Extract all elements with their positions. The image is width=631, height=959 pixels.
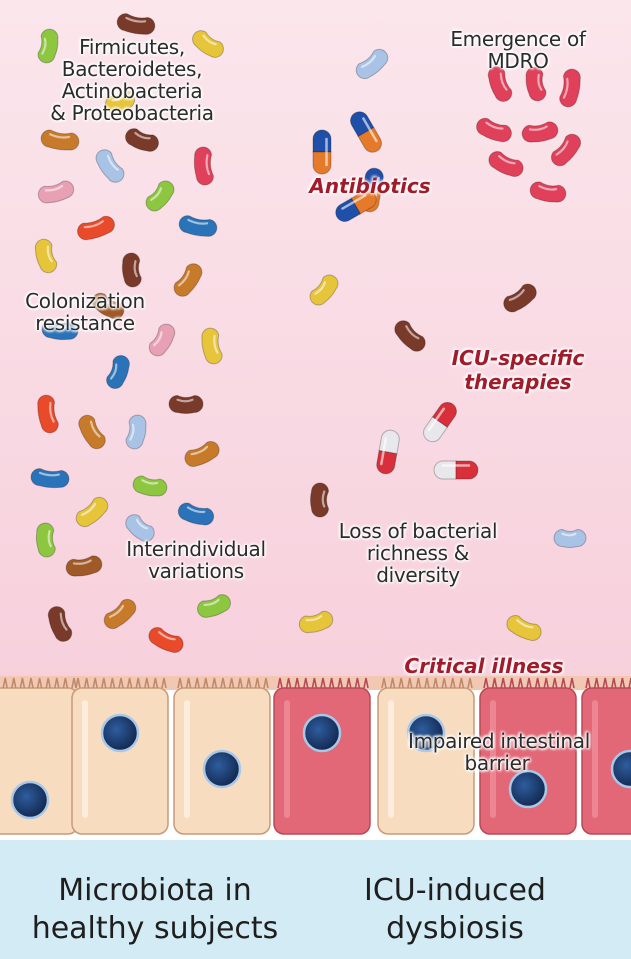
phyla-line-4: & Proteobacteria [26, 102, 238, 124]
colonization-line-2: resistance [10, 312, 160, 334]
phyla-line-1: Firmicutes, [26, 36, 238, 58]
loss-line-2: richness & [318, 542, 518, 564]
barrier-line-2: barrier [408, 752, 586, 774]
mdro-label: Emergence of MDRO [438, 28, 598, 72]
epithelial-cell-icon [0, 678, 78, 834]
epithelial-cell-icon [582, 678, 631, 834]
footer-left-line-1: Microbiota in [20, 872, 290, 910]
rod-bacterium-icon [554, 530, 586, 548]
icu-therapies-label: ICU-specific therapies [438, 346, 598, 394]
nucleus-icon [204, 751, 240, 787]
antibiotics-text: Antibiotics [300, 174, 440, 198]
rod-bacterium-icon [311, 483, 329, 517]
rod-bacterium-icon [169, 396, 203, 414]
interindividual-label: Interindividual variations [108, 538, 284, 582]
footer-right-caption: ICU-induced dysbiosis [330, 872, 580, 948]
nucleus-icon [304, 715, 340, 751]
footer-right-line-1: ICU-induced [330, 872, 580, 910]
antibiotics-label: Antibiotics [300, 174, 440, 198]
capsule-pill-icon [313, 130, 331, 174]
capsule-pill-icon [434, 461, 478, 479]
phyla-line-3: Actinobacteria [26, 80, 238, 102]
critical-illness-label: Critical illness [394, 654, 574, 678]
critical-illness-text: Critical illness [394, 654, 574, 678]
epithelial-cell-icon [72, 678, 168, 834]
icu-therapies-line-2: therapies [438, 370, 598, 394]
barrier-line-1: Impaired intestinal [408, 730, 586, 752]
mdro-line-2: MDRO [438, 50, 598, 72]
icu-therapies-line-1: ICU-specific [438, 346, 598, 370]
mdro-line-1: Emergence of [438, 28, 598, 50]
colonization-line-1: Colonization [10, 290, 160, 312]
nucleus-icon [12, 782, 48, 818]
nucleus-icon [510, 771, 546, 807]
colonization-label: Colonization resistance [10, 290, 160, 334]
footer-left-caption: Microbiota in healthy subjects [20, 872, 290, 948]
loss-label: Loss of bacterial richness & diversity [318, 520, 518, 586]
epithelial-cell-icon [274, 678, 370, 834]
interindividual-line-1: Interindividual [108, 538, 284, 560]
epithelial-cell-icon [174, 678, 270, 834]
barrier-label: Impaired intestinal barrier [408, 730, 586, 774]
loss-line-1: Loss of bacterial [318, 520, 518, 542]
phyla-line-2: Bacteroidetes, [26, 58, 238, 80]
phyla-label: Firmicutes, Bacteroidetes, Actinobacteri… [26, 36, 238, 124]
footer-left-line-2: healthy subjects [20, 910, 290, 948]
nucleus-icon [102, 715, 138, 751]
interindividual-line-2: variations [108, 560, 284, 582]
footer-right-line-2: dysbiosis [330, 910, 580, 948]
loss-line-3: diversity [318, 564, 518, 586]
